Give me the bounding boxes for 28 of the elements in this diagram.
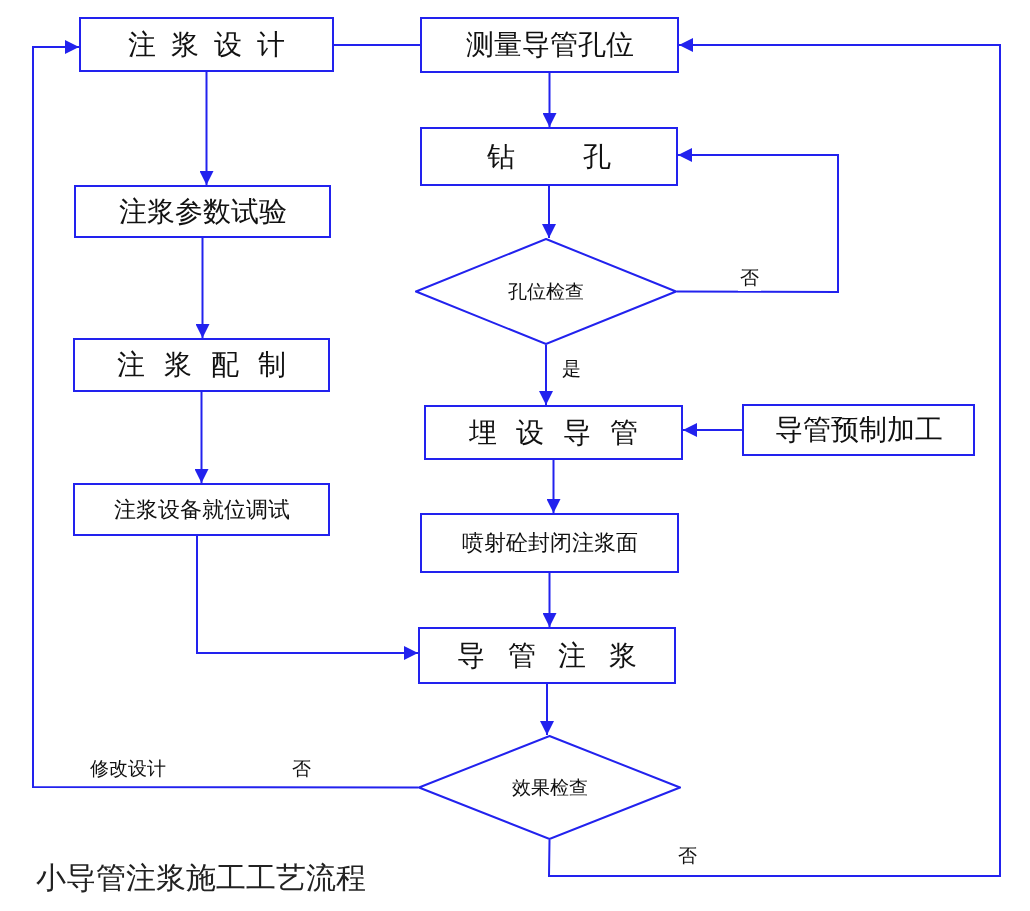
arrow	[676, 148, 839, 293]
arrow	[194, 391, 209, 484]
arrow	[539, 344, 553, 406]
arrow	[548, 38, 1001, 877]
connector-line	[333, 44, 421, 46]
arrow	[542, 572, 557, 628]
decision-diamond: 孔位检查	[415, 238, 677, 345]
process-box: 注 浆 配 制	[73, 338, 330, 392]
process-box: 注浆设备就位调试	[73, 483, 330, 536]
arrow	[32, 40, 419, 789]
arrow	[195, 237, 210, 339]
arrow	[546, 459, 561, 514]
caption: 小导管注浆施工工艺流程	[36, 859, 366, 897]
arrow	[196, 535, 419, 660]
decision-diamond: 效果检查	[418, 735, 681, 840]
process-box: 钻 孔	[420, 127, 678, 186]
arrow	[542, 72, 557, 128]
arrow	[682, 423, 743, 437]
arrow	[199, 71, 214, 186]
arrow	[542, 185, 556, 239]
process-box: 埋 设 导 管	[424, 405, 683, 460]
process-box: 导管预制加工	[742, 404, 975, 456]
arrow	[540, 683, 554, 736]
process-box: 测量导管孔位	[420, 17, 679, 73]
process-box: 注 浆 设 计	[79, 17, 334, 72]
process-box: 喷射砼封闭注浆面	[420, 513, 679, 573]
process-box: 注浆参数试验	[74, 185, 331, 238]
process-box: 导 管 注 浆	[418, 627, 676, 684]
